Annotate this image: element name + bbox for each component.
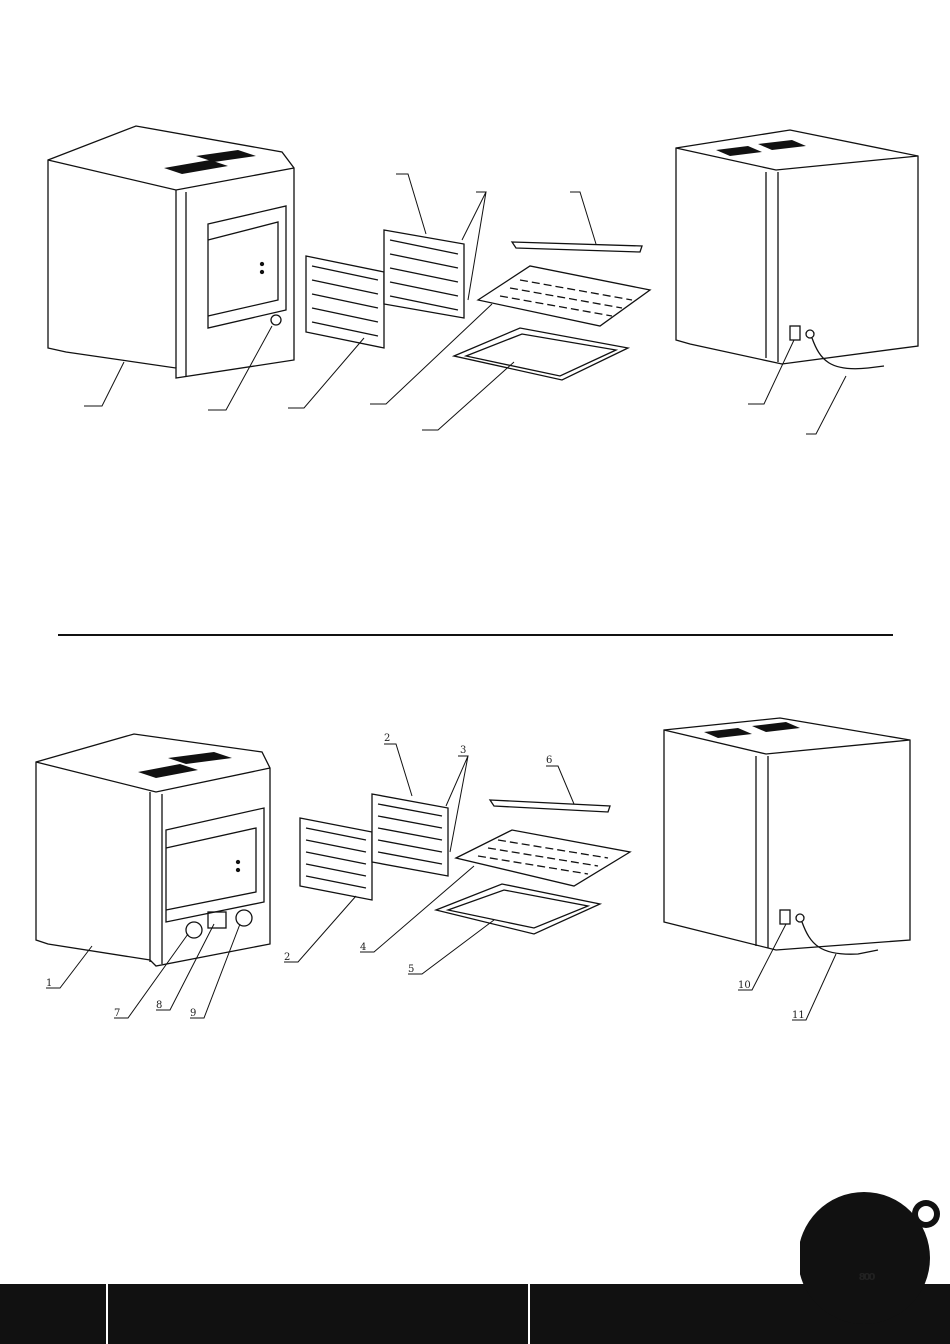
oven-back-view: [664, 718, 910, 954]
oven-front-view: [48, 126, 294, 378]
oven-front-view: [36, 734, 270, 966]
callout-1: 1: [46, 978, 52, 989]
drip-tray: [454, 328, 628, 380]
logo-text: 800: [859, 1272, 876, 1283]
oven-back-view: [676, 130, 918, 369]
side-rack-right: [384, 230, 464, 318]
callout-9: 9: [190, 1008, 196, 1019]
exploded-diagram-numbered: 1 2 2 3 4 5 6 7 8 9 10 11: [0, 700, 950, 1040]
side-rack-right: [372, 794, 448, 876]
callout-5: 5: [408, 964, 414, 975]
callout-7: 7: [114, 1008, 120, 1019]
section-divider: [58, 634, 893, 636]
grill-plate: [478, 266, 650, 326]
footer-cell-middle: [108, 1284, 528, 1344]
exploded-diagram-unlabeled: [0, 0, 950, 460]
drip-tray: [436, 884, 600, 934]
callout-11: 11: [792, 1010, 805, 1021]
grill-plate: [456, 830, 630, 886]
callout-6: 6: [546, 755, 552, 766]
callout-8: 8: [156, 1000, 162, 1011]
skewer-bar: [512, 242, 642, 252]
callout-10: 10: [738, 980, 751, 991]
callout-2a: 2: [284, 952, 290, 963]
callout-4: 4: [360, 942, 366, 953]
side-rack-left: [300, 818, 372, 900]
callout-2b: 2: [384, 733, 390, 744]
brand-logo: 800: [800, 1186, 940, 1326]
callout-3: 3: [460, 745, 466, 756]
skewer-bar: [490, 800, 610, 812]
footer-cell-page: [0, 1284, 106, 1344]
side-rack-left: [306, 256, 384, 348]
